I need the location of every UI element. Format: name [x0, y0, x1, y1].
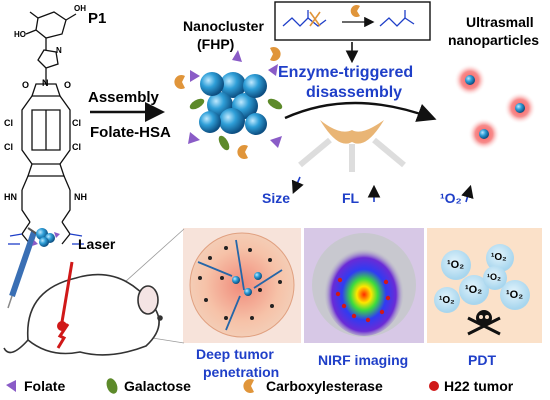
carboxylesterase-pacman-icon	[237, 145, 248, 159]
galactose-leaf-icon	[267, 98, 283, 110]
scattering-fragments	[320, 120, 384, 144]
laser-lightning	[56, 323, 70, 349]
enzyme-label-1: Enzyme-triggered	[278, 64, 414, 81]
folate-hsa-label: Folate-HSA	[90, 124, 171, 141]
folate-triangle-icon	[190, 70, 200, 82]
h22-tumor-dot-icon	[429, 381, 439, 391]
deep-tumor-label-1: Deep tumor	[196, 346, 274, 362]
atom-hn: HN	[4, 192, 17, 202]
p1-structure	[21, 11, 77, 245]
o2-up-arrow	[461, 184, 474, 203]
o2-bubble-2: ¹O₂	[491, 252, 507, 263]
o2-bubble-6: ¹O₂	[487, 272, 501, 282]
o2-bubble-1: ¹O₂	[447, 259, 465, 271]
galactose-leaf-icon	[218, 135, 230, 151]
atom-cl-4: Cl	[72, 142, 81, 152]
tumor-tissue	[189, 232, 295, 338]
fading-rays	[298, 137, 406, 172]
nanocluster-label: Nanocluster	[183, 18, 264, 34]
galactose-leaf-icon	[189, 98, 205, 110]
nirf-image	[312, 233, 416, 337]
ester-groups	[8, 233, 84, 245]
nirf-label: NIRF imaging	[318, 352, 409, 368]
o2-bubble-3: ¹O₂	[465, 284, 483, 296]
pdt-singlet-oxygen	[434, 244, 530, 313]
atom-n-triazole: N	[56, 46, 62, 55]
laser-label: Laser	[78, 236, 116, 252]
legend-h22-tumor: H22 tumor	[444, 378, 514, 394]
atom-cl-1: Cl	[4, 118, 13, 128]
pdt-label: PDT	[468, 352, 496, 368]
syringe-icon	[7, 227, 41, 309]
carboxylesterase-pacman-icon	[243, 379, 254, 394]
carboxylesterase-pacman-icon	[350, 4, 360, 18]
atom-cl-2: Cl	[72, 118, 81, 128]
deep-tumor-label-2: penetration	[203, 364, 280, 380]
ultrasmall-label-1: Ultrasmall	[466, 14, 534, 30]
atom-o-1: O	[22, 80, 30, 90]
carboxylesterase-pacman-icon	[174, 75, 185, 90]
legend-folate: Folate	[24, 378, 66, 394]
laser-beam	[60, 261, 74, 323]
size-down-arrow	[291, 176, 304, 194]
p1-label: P1	[88, 10, 107, 27]
o2-bubble-5: ¹O₂	[439, 295, 455, 306]
fl-label: FL	[342, 190, 360, 206]
mini-cluster-icon	[32, 228, 60, 247]
folate-triangle-icon	[232, 50, 242, 62]
folate-triangle-icon	[268, 64, 278, 76]
o2-bubble-4: ¹O₂	[506, 289, 524, 301]
atom-cl-3: Cl	[4, 142, 13, 152]
ultrasmall-label-2: nanoparticles	[448, 32, 540, 48]
carboxylesterase-pacman-icon	[270, 47, 281, 62]
skull-crossbones-icon	[467, 310, 501, 336]
folate-triangle-icon	[188, 132, 200, 144]
folate-triangle-icon	[270, 136, 282, 148]
ester-cleavage-scheme	[282, 10, 415, 27]
atom-oh: OH	[74, 4, 86, 13]
legend-carboxylesterase: Carboxylesterase	[266, 378, 383, 394]
mouse-illustration	[3, 273, 163, 356]
atom-ho: HO	[14, 30, 26, 39]
size-label: Size	[262, 190, 291, 206]
ultrasmall-nanoparticles	[454, 64, 536, 150]
atom-o-2: O	[64, 80, 72, 90]
scissors-icon	[309, 11, 321, 27]
assembly-label: Assembly	[88, 89, 159, 106]
legend-galactose: Galactose	[124, 378, 191, 394]
atom-nh: NH	[74, 192, 87, 202]
galactose-leaf-icon	[106, 378, 118, 394]
enzyme-label-2: disassembly	[306, 84, 403, 101]
folate-triangle-icon	[6, 380, 16, 392]
fhp-label: (FHP)	[197, 36, 235, 52]
atom-n-imide: N	[42, 78, 49, 88]
singlet-oxygen-label: ¹O₂	[440, 190, 462, 206]
nanocluster-fhp	[174, 47, 283, 159]
disassembly-arc	[284, 101, 437, 122]
